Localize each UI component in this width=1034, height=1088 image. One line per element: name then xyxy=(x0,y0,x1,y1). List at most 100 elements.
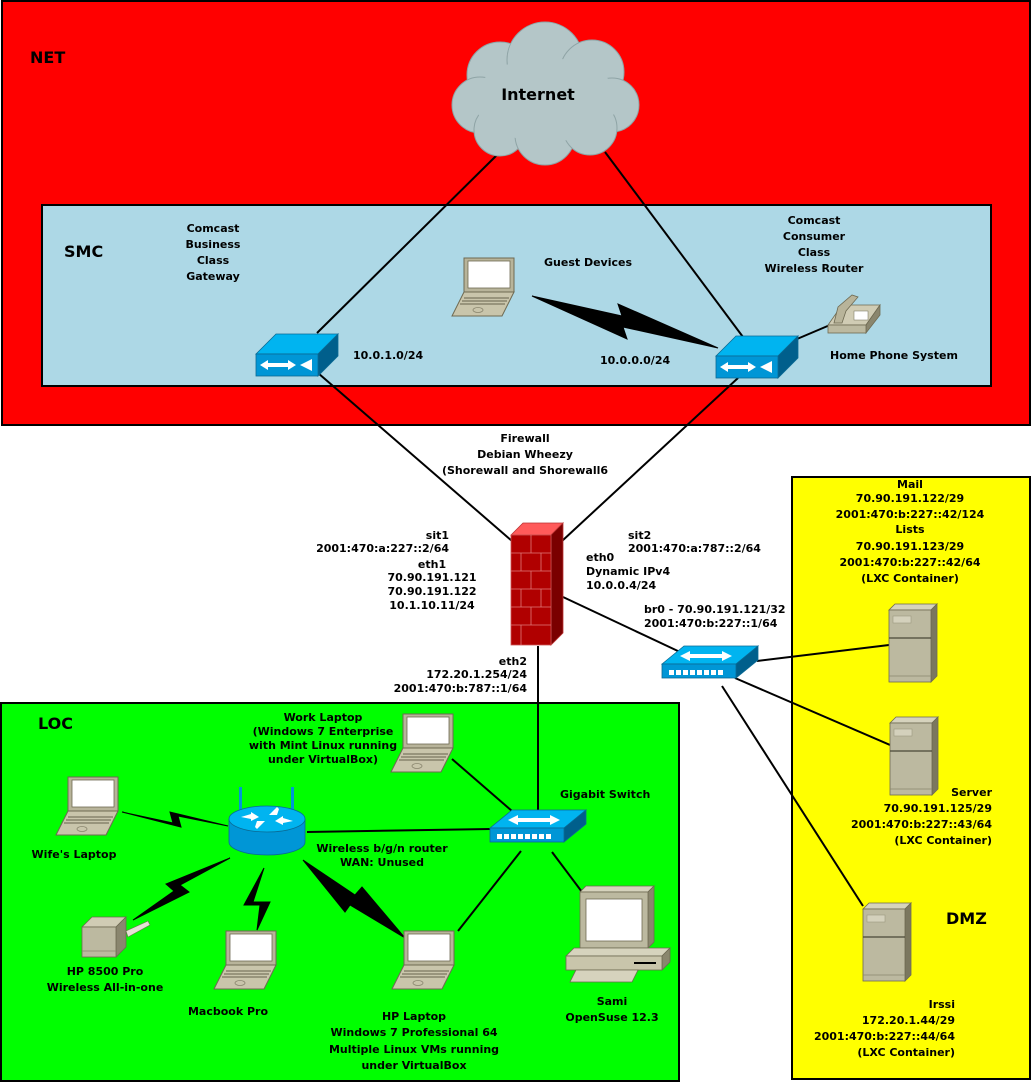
svg-text:Class: Class xyxy=(197,254,230,267)
macbook-label: Macbook Pro xyxy=(188,1005,269,1018)
svg-text:Windows 7 Professional 64: Windows 7 Professional 64 xyxy=(330,1026,497,1039)
svg-text:2001:470:b:227::43/64: 2001:470:b:227::43/64 xyxy=(851,818,992,831)
firewall-sit2-label: sit2 2001:470:a:787::2/64 xyxy=(628,529,761,555)
svg-text:(Windows 7 Enterprise: (Windows 7 Enterprise xyxy=(253,725,394,738)
svg-text:70.90.191.121: 70.90.191.121 xyxy=(387,571,476,584)
svg-text:2001:470:b:227::42/64: 2001:470:b:227::42/64 xyxy=(839,556,980,569)
link-dmzswitch-irssi xyxy=(721,685,864,907)
svg-text:2001:470:b:227::1/64: 2001:470:b:227::1/64 xyxy=(644,617,778,630)
svg-text:OpenSuse 12.3: OpenSuse 12.3 xyxy=(565,1011,658,1024)
svg-text:under VirtualBox): under VirtualBox) xyxy=(268,753,378,766)
svg-text:sit1: sit1 xyxy=(426,529,449,542)
svg-text:Work Laptop: Work Laptop xyxy=(284,711,363,724)
svg-text:Wireless b/g/n router: Wireless b/g/n router xyxy=(316,842,448,855)
firewall-eth0-label: eth0 Dynamic IPv4 10.0.0.4/24 xyxy=(586,551,670,592)
mail-label: Mail 70.90.191.122/29 2001:470:b:227::42… xyxy=(836,478,985,585)
svg-text:(LXC Container): (LXC Container) xyxy=(861,572,959,585)
svg-text:Consumer: Consumer xyxy=(783,230,846,243)
sami-label: Sami OpenSuse 12.3 xyxy=(565,995,658,1024)
irssi-label: Irssi 172.20.1.44/29 2001:470:b:227::44/… xyxy=(814,998,955,1059)
guest-devices-label: Guest Devices xyxy=(544,256,632,269)
consumer-router-subnet: 10.0.0.0/24 xyxy=(600,354,670,367)
svg-text:Mail: Mail xyxy=(897,478,923,491)
internet-label: Internet xyxy=(501,85,575,104)
printer-label: HP 8500 Pro Wireless All-in-one xyxy=(47,965,164,994)
svg-text:2001:470:b:227::42/124: 2001:470:b:227::42/124 xyxy=(836,508,985,521)
wireless-link-printer xyxy=(132,857,231,921)
dmz-switch-label: br0 - 70.90.191.121/32 2001:470:b:227::1… xyxy=(644,603,786,630)
mail-server-icon xyxy=(888,603,938,683)
zone-smc xyxy=(41,204,992,387)
svg-text:(LXC Container): (LXC Container) xyxy=(857,1046,955,1059)
link-dmzswitch-server xyxy=(734,677,891,746)
business-gateway-subnet: 10.0.1.0/24 xyxy=(353,349,423,362)
svg-text:172.20.1.44/29: 172.20.1.44/29 xyxy=(862,1014,955,1027)
zone-title-dmz: DMZ xyxy=(946,909,987,928)
svg-text:10.0.0.4/24: 10.0.0.4/24 xyxy=(586,579,656,592)
svg-text:Comcast: Comcast xyxy=(187,222,240,235)
hp-laptop-label: HP Laptop Windows 7 Professional 64 Mult… xyxy=(329,1010,499,1072)
work-laptop-label: Work Laptop (Windows 7 Enterprise with M… xyxy=(249,711,397,766)
svg-text:sit2: sit2 xyxy=(628,529,651,542)
gigabit-switch-label: Gigabit Switch xyxy=(560,788,650,801)
svg-text:HP Laptop: HP Laptop xyxy=(382,1010,446,1023)
svg-text:Comcast: Comcast xyxy=(788,214,841,227)
svg-text:2001:470:b:787::1/64: 2001:470:b:787::1/64 xyxy=(394,682,528,695)
svg-text:br0 - 70.90.191.121/32: br0 - 70.90.191.121/32 xyxy=(644,603,786,616)
svg-text:Wireless All-in-one: Wireless All-in-one xyxy=(47,981,164,994)
link-internet-gateway xyxy=(316,151,501,334)
firewall-label: Firewall Debian Wheezy (Shorewall and Sh… xyxy=(442,432,608,477)
svg-text:2001:470:a:227::2/64: 2001:470:a:227::2/64 xyxy=(316,542,449,555)
svg-text:(Shorewall and Shorewall6: (Shorewall and Shorewall6 xyxy=(442,464,608,477)
home-phone-icon xyxy=(827,294,881,335)
business-gateway-label: Comcast Business Class Gateway xyxy=(186,222,241,283)
link-gigabit-hplaptop xyxy=(457,850,522,932)
link-router-gigabit xyxy=(306,828,492,833)
wifes-laptop-label: Wife's Laptop xyxy=(32,848,117,861)
svg-text:Wireless Router: Wireless Router xyxy=(765,262,865,275)
zone-title-net: NET xyxy=(30,48,65,67)
wireless-link-macbook xyxy=(243,867,271,931)
svg-text:under VirtualBox: under VirtualBox xyxy=(361,1059,466,1072)
svg-text:Firewall: Firewall xyxy=(500,432,549,445)
server-icon xyxy=(889,716,939,796)
svg-text:Server: Server xyxy=(951,786,992,799)
svg-text:Lists: Lists xyxy=(895,523,925,536)
link-gigabit-sami xyxy=(551,851,583,893)
firewall-eth2-label: eth2 172.20.1.254/24 2001:470:b:787::1/6… xyxy=(394,655,528,695)
svg-text:Multiple Linux VMs running: Multiple Linux VMs running xyxy=(329,1043,499,1056)
wireless-link-wife xyxy=(121,811,229,828)
svg-text:Dynamic IPv4: Dynamic IPv4 xyxy=(586,565,670,578)
zone-title-loc: LOC xyxy=(38,714,73,733)
firewall-eth1-label: eth1 70.90.191.121 70.90.191.122 10.1.10… xyxy=(387,558,476,612)
svg-text:70.90.191.122/29: 70.90.191.122/29 xyxy=(856,492,964,505)
wireless-link-guest xyxy=(531,295,719,349)
svg-text:with Mint Linux running: with Mint Linux running xyxy=(249,739,397,752)
svg-text:WAN: Unused: WAN: Unused xyxy=(340,856,424,869)
link-firewall-dmzswitch xyxy=(562,596,681,653)
svg-text:eth1: eth1 xyxy=(418,558,446,571)
svg-text:Class: Class xyxy=(798,246,831,259)
svg-text:10.1.10.11/24: 10.1.10.11/24 xyxy=(389,599,475,612)
svg-text:70.90.191.122: 70.90.191.122 xyxy=(387,585,476,598)
zone-title-smc: SMC xyxy=(64,242,103,261)
irssi-server-icon xyxy=(862,902,912,982)
svg-text:2001:470:a:787::2/64: 2001:470:a:787::2/64 xyxy=(628,542,761,555)
home-phone-label: Home Phone System xyxy=(830,349,958,362)
desktop-computer-icon xyxy=(565,885,671,983)
link-dmzswitch-mail xyxy=(756,644,890,662)
svg-text:2001:470:b:227::44/64: 2001:470:b:227::44/64 xyxy=(814,1030,955,1043)
internet-cloud xyxy=(451,21,640,166)
consumer-router-label: Comcast Consumer Class Wireless Router xyxy=(765,214,865,275)
wireless-links xyxy=(121,295,719,939)
svg-text:Debian Wheezy: Debian Wheezy xyxy=(477,448,573,461)
svg-text:Sami: Sami xyxy=(597,995,628,1008)
link-router-firewall xyxy=(561,377,739,542)
link-router-phone xyxy=(796,324,831,340)
svg-text:70.90.191.123/29: 70.90.191.123/29 xyxy=(856,540,964,553)
svg-text:eth0: eth0 xyxy=(586,551,615,564)
firewall-icon xyxy=(510,522,564,646)
svg-text:Gateway: Gateway xyxy=(186,270,240,283)
svg-text:(LXC Container): (LXC Container) xyxy=(894,834,992,847)
svg-text:HP 8500 Pro: HP 8500 Pro xyxy=(67,965,144,978)
